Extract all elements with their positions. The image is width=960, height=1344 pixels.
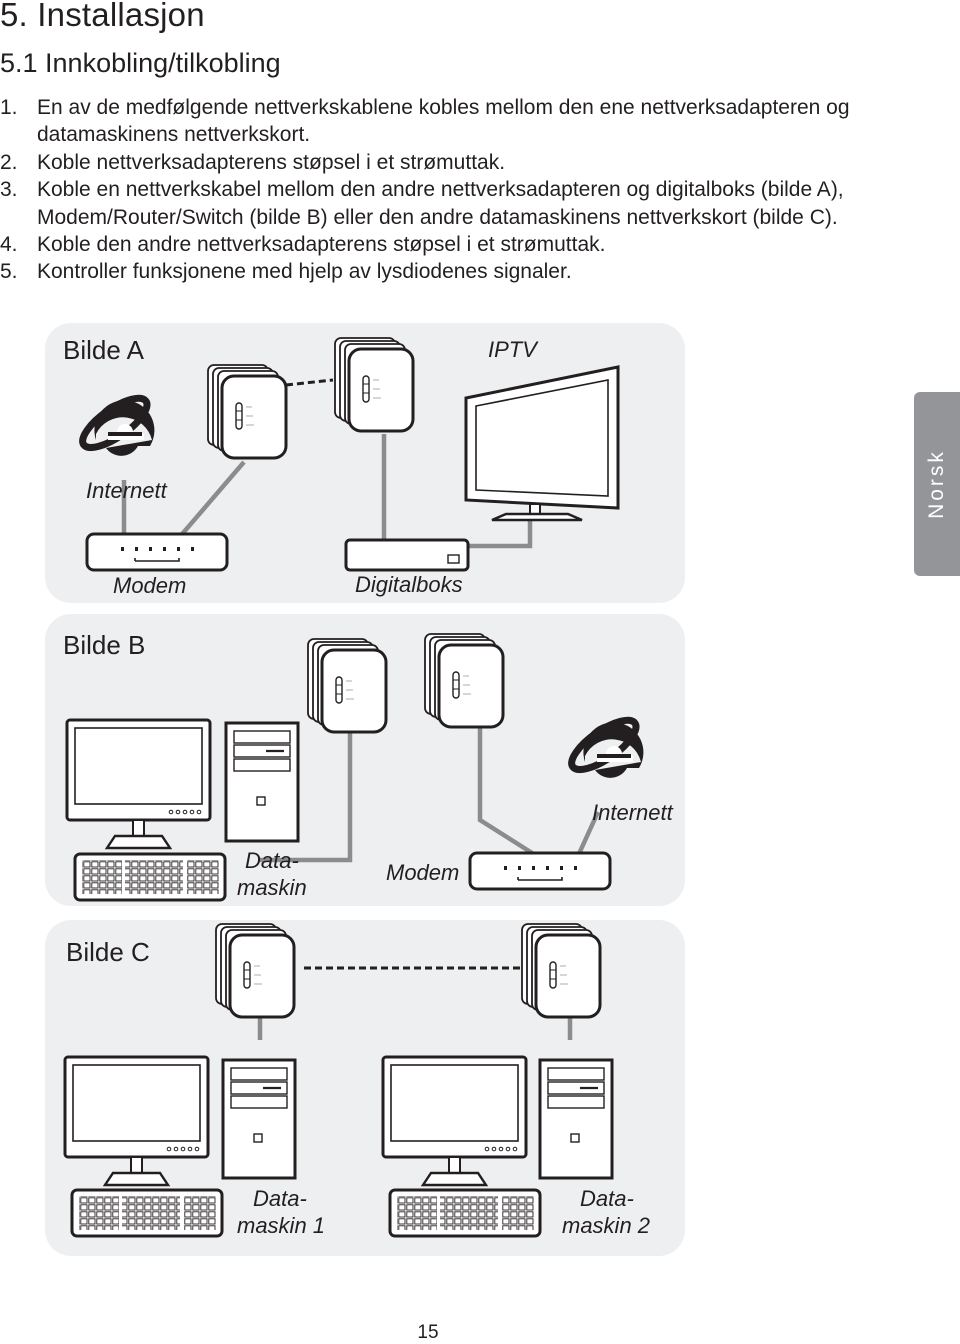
figure-a-diagram	[76, 336, 620, 572]
step-number: 5.	[0, 260, 18, 284]
step-number: 4.	[0, 233, 18, 257]
figure-b-title: Bilde B	[63, 630, 146, 660]
monitor-icon	[63, 1055, 210, 1187]
cable	[175, 460, 246, 542]
section-heading: 5.1 Innkobling/tilkobling	[0, 48, 281, 78]
modem-label: Modem	[386, 860, 460, 885]
cable	[455, 520, 533, 549]
modem-label: Modem	[113, 573, 187, 598]
figure-c-diagram	[63, 922, 614, 1238]
step-number: 1.	[0, 96, 18, 119]
computer-2-label-line2: maskin 2	[562, 1213, 651, 1238]
computer-1-label-line1: Data-	[253, 1186, 307, 1211]
pc-tower-icon	[224, 721, 300, 843]
computer-1-label-line2: maskin 1	[237, 1213, 326, 1238]
internet-label: Internett	[86, 478, 167, 503]
page-heading: 5. Installasjon	[0, 0, 205, 33]
language-tab-label: Norsk	[925, 449, 948, 519]
language-tab: Norsk	[914, 392, 960, 576]
powerline-adapter-icon	[520, 922, 602, 1019]
powerline-adapter-icon	[306, 637, 388, 734]
step-number: 3.	[0, 178, 18, 202]
step-text: En av de medfølgende nettverkskablene ko…	[37, 96, 850, 147]
cable	[477, 715, 542, 860]
pc-tower-icon	[221, 1058, 297, 1180]
modem-icon	[468, 851, 612, 891]
step-text: Koble den andre nettverksadapterens støp…	[37, 233, 606, 257]
installation-steps: 1. En av de medfølgende nettverkskablene …	[0, 94, 900, 286]
step-1: 1. En av de medfølgende nettverkskablene …	[0, 94, 900, 149]
figure-b-diagram	[65, 632, 644, 902]
step-2: 2. Koble nettverksadapterens støpsel i et…	[0, 149, 900, 176]
settop-label: Digitalboks	[355, 572, 463, 597]
set-top-box-icon	[344, 538, 470, 572]
monitor-icon	[381, 1055, 528, 1187]
cable	[285, 378, 334, 387]
computer-2-label-line1: Data-	[580, 1186, 634, 1211]
tv-icon	[464, 365, 620, 522]
step-3: 3. Koble en nettverkskabel mellom den and…	[0, 176, 900, 231]
internet-explorer-icon	[565, 712, 644, 779]
step-5: 5. Kontroller funksjonene med hjelp av ly…	[0, 258, 900, 285]
cable	[575, 811, 601, 857]
step-text: Kontroller funksjonene med hjelp av lysd…	[37, 260, 572, 284]
figure-a-title: Bilde A	[63, 335, 144, 365]
modem-icon	[85, 532, 229, 572]
internet-label: Internett	[592, 800, 673, 825]
internet-explorer-icon	[76, 390, 155, 457]
page-number: 15	[417, 1322, 439, 1343]
step-text: Koble nettverksadapterens støpsel i et s…	[37, 150, 506, 174]
computer-label-line1: Data-	[245, 848, 299, 873]
computer-label-line2: maskin	[237, 875, 307, 900]
pc-tower-icon	[538, 1058, 614, 1180]
powerline-adapter-icon	[333, 336, 415, 433]
cable	[260, 730, 353, 863]
keyboard-icon	[388, 1188, 542, 1238]
figure-c-title: Bilde C	[66, 937, 150, 967]
step-4: 4. Koble den andre nettverksadapterens st…	[0, 231, 900, 258]
step-number: 2.	[0, 150, 18, 174]
monitor-icon	[65, 718, 212, 850]
iptv-label: IPTV	[488, 337, 537, 362]
powerline-adapter-icon	[423, 632, 505, 729]
keyboard-icon	[73, 852, 227, 902]
step-text: Koble en nettverkskabel mellom den andre…	[37, 178, 844, 229]
powerline-adapter-icon	[206, 363, 288, 460]
powerline-adapter-icon	[214, 922, 296, 1019]
keyboard-icon	[70, 1188, 224, 1238]
